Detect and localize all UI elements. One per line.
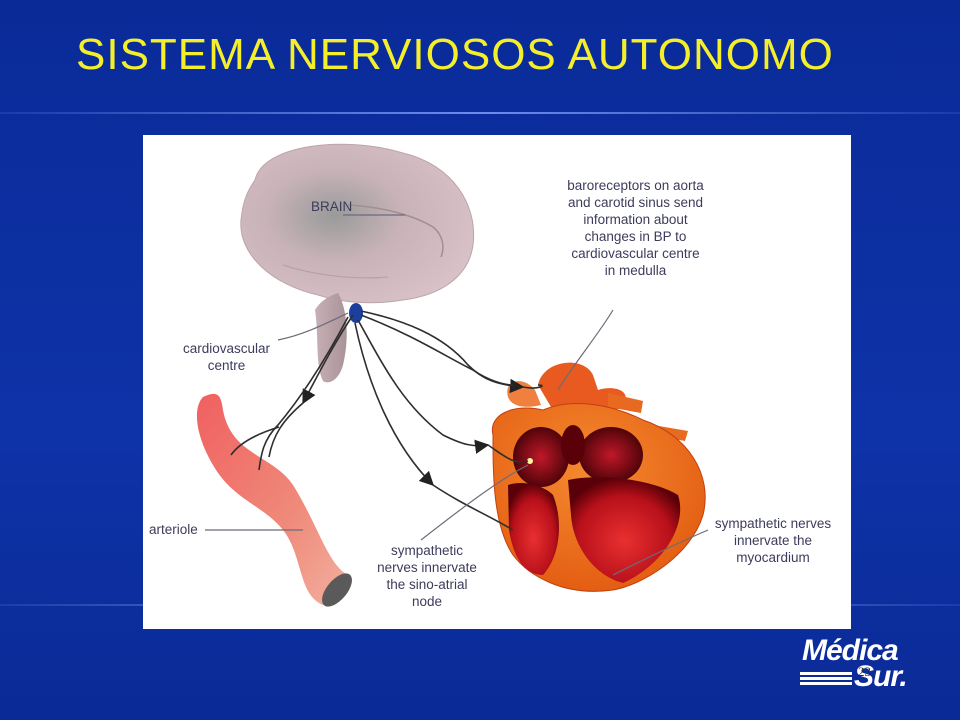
brain-shape [240, 143, 475, 304]
slide-number: 23 [858, 664, 871, 679]
label-baroreceptors-line: in medulla [604, 263, 667, 278]
leader-lines [205, 214, 709, 576]
brain-fold [347, 204, 444, 258]
nerve-pathways [230, 310, 543, 531]
label-baroreceptors-line: baroreceptors on aorta [567, 178, 704, 193]
arteriole-opening [322, 573, 352, 607]
label-cardiovascular-centre-line: cardiovascular [182, 341, 271, 356]
label-sympathetic-sa: sympathetic nerves innervate the sino-at… [367, 542, 487, 610]
top-divider [0, 112, 960, 114]
label-cardiovascular-centre: cardiovascular centre [169, 340, 284, 374]
logo-stripes [800, 672, 852, 686]
label-sympathetic-sa-line: the sino-atrial [386, 577, 468, 592]
label-sympathetic-myo-line: myocardium [736, 550, 810, 565]
diagram-svg [196, 143, 709, 607]
sa-node [527, 458, 533, 464]
label-sympathetic-myo-line: innervate the [733, 533, 813, 548]
label-sympathetic-myo-line: sympathetic nerves [714, 516, 832, 531]
brain-fold [282, 264, 389, 279]
label-sympathetic-sa-line: nerves innervate [377, 560, 477, 575]
label-sympathetic-sa-line: node [411, 594, 443, 609]
label-brain: BRAIN [311, 199, 353, 214]
brainstem-shape [315, 293, 347, 383]
label-cardiovascular-centre-line: centre [207, 358, 246, 373]
label-sympathetic-myo: sympathetic nerves innervate the myocard… [698, 515, 848, 566]
label-baroreceptors: baroreceptors on aorta and carotid sinus… [543, 177, 728, 279]
diagram-panel: BRAIN baroreceptors on aorta and carotid… [143, 135, 851, 629]
slide-title: SISTEMA NERVIOSOS AUTONOMO [76, 30, 834, 79]
heart [491, 362, 706, 592]
logo-text-top: Médica [802, 634, 899, 667]
label-baroreceptors-line: information about [583, 212, 688, 227]
medica-sur-logo: Médica Sur. [796, 634, 938, 694]
logo-text-bottom: Sur. [854, 660, 908, 693]
label-baroreceptors-line: changes in BP to [584, 229, 687, 244]
label-baroreceptors-line: and carotid sinus send [567, 195, 704, 210]
cardiovascular-centre-dot [349, 303, 363, 323]
label-arteriole: arteriole [149, 522, 198, 537]
label-sympathetic-sa-line: sympathetic [390, 543, 464, 558]
label-baroreceptors-line: cardiovascular centre [571, 246, 700, 261]
arteriole-shape [196, 393, 348, 605]
